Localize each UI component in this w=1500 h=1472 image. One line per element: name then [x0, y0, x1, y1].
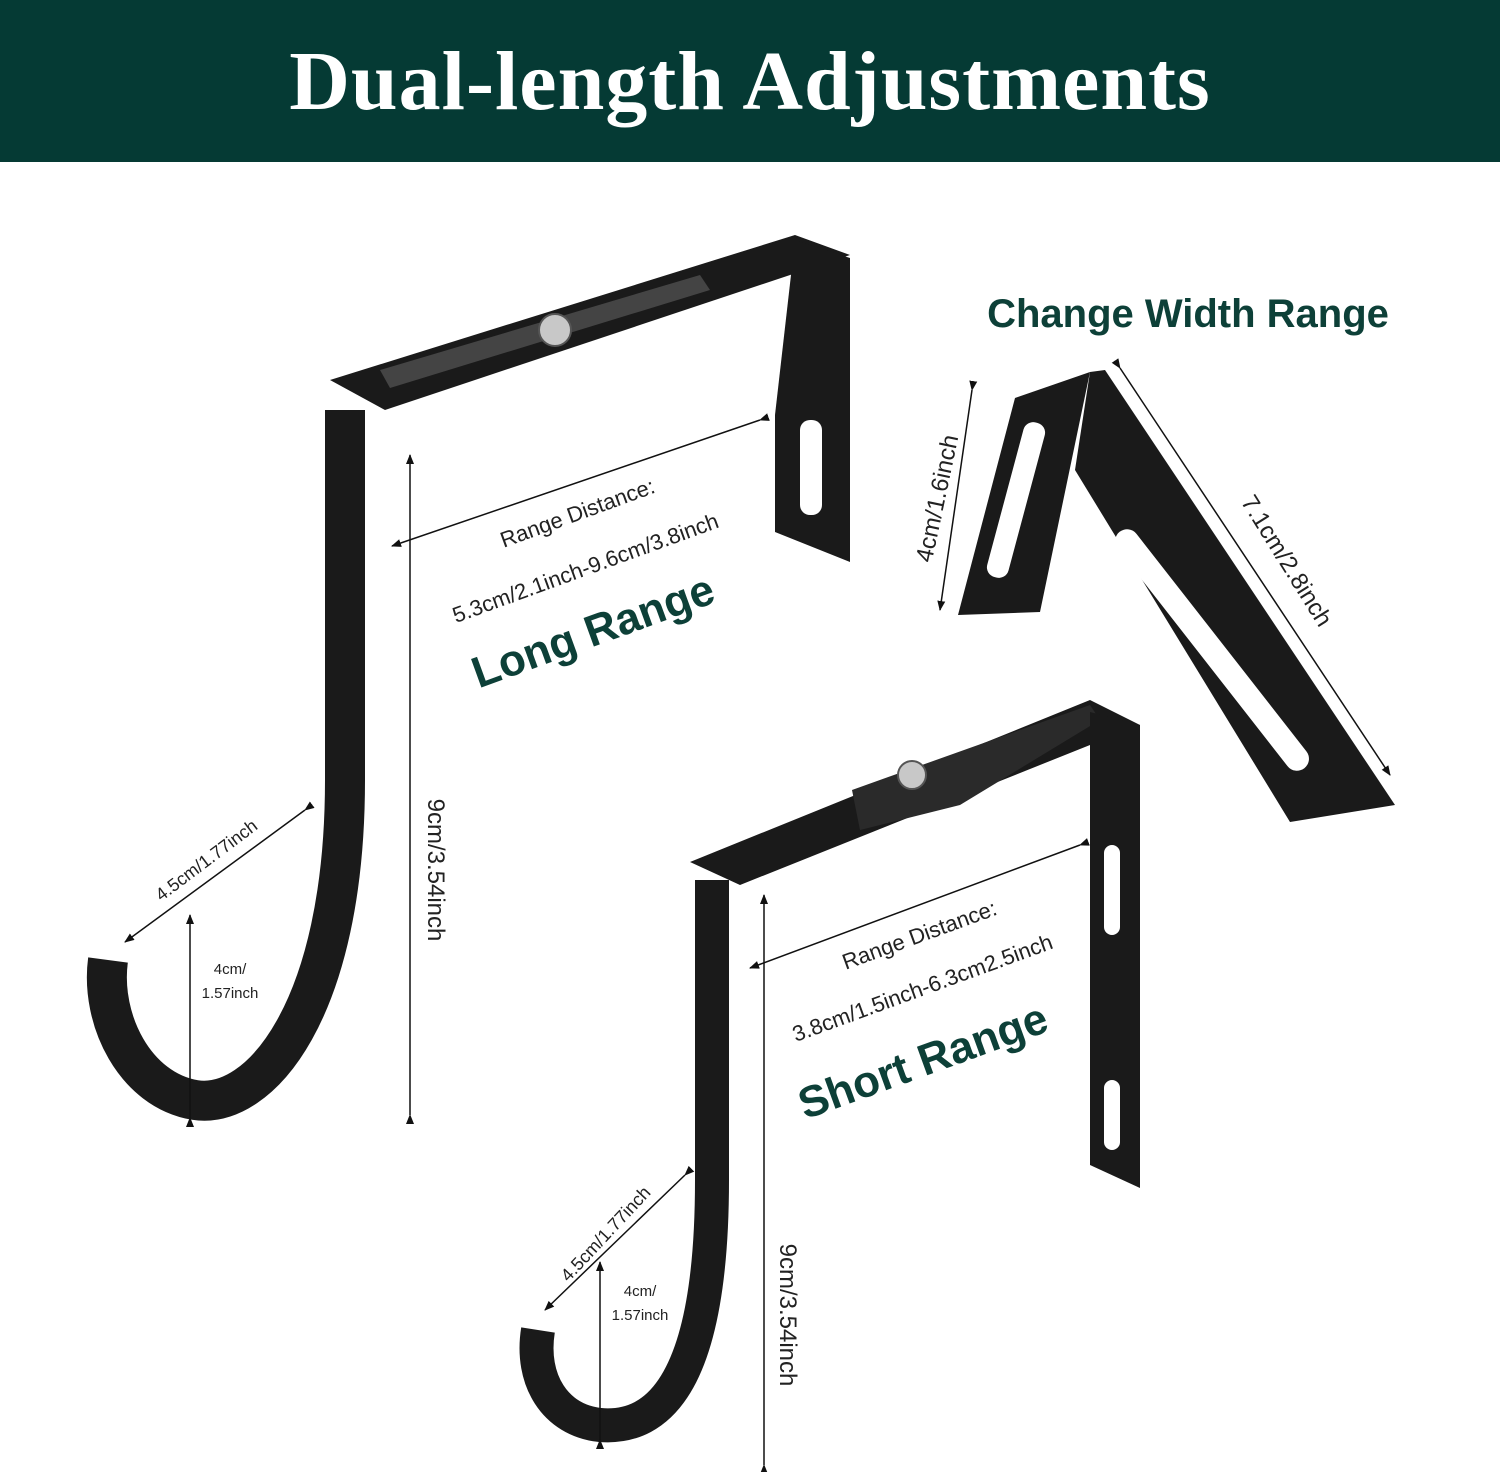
header-banner: Dual-length Adjustments	[0, 0, 1500, 162]
page-title: Dual-length Adjustments	[289, 34, 1211, 128]
long-hook-dimensions	[124, 413, 770, 1127]
screw-icon	[538, 313, 572, 347]
short-hook-height: 9cm/3.54inch	[774, 1244, 801, 1387]
width-range-title: Change Width Range	[987, 292, 1389, 336]
short-hook-depth-in: 1.57inch	[612, 1307, 669, 1324]
width-long-dimension	[1111, 358, 1391, 776]
screw-icon	[897, 760, 927, 790]
width-short-dimension	[937, 380, 978, 611]
short-hook-depth-cm: 4cm/	[624, 1283, 657, 1300]
long-hook-length: 4.5cm/1.77inch	[152, 815, 262, 904]
short-hook-length: 4.5cm/1.77inch	[557, 1182, 655, 1285]
long-hook-depth-in: 1.57inch	[202, 985, 259, 1002]
long-hook-height: 9cm/3.54inch	[422, 799, 449, 942]
long-hook-depth-cm: 4cm/	[214, 961, 247, 978]
short-hook-dimensions	[544, 838, 1090, 1472]
long-range-hook	[86, 235, 850, 1121]
